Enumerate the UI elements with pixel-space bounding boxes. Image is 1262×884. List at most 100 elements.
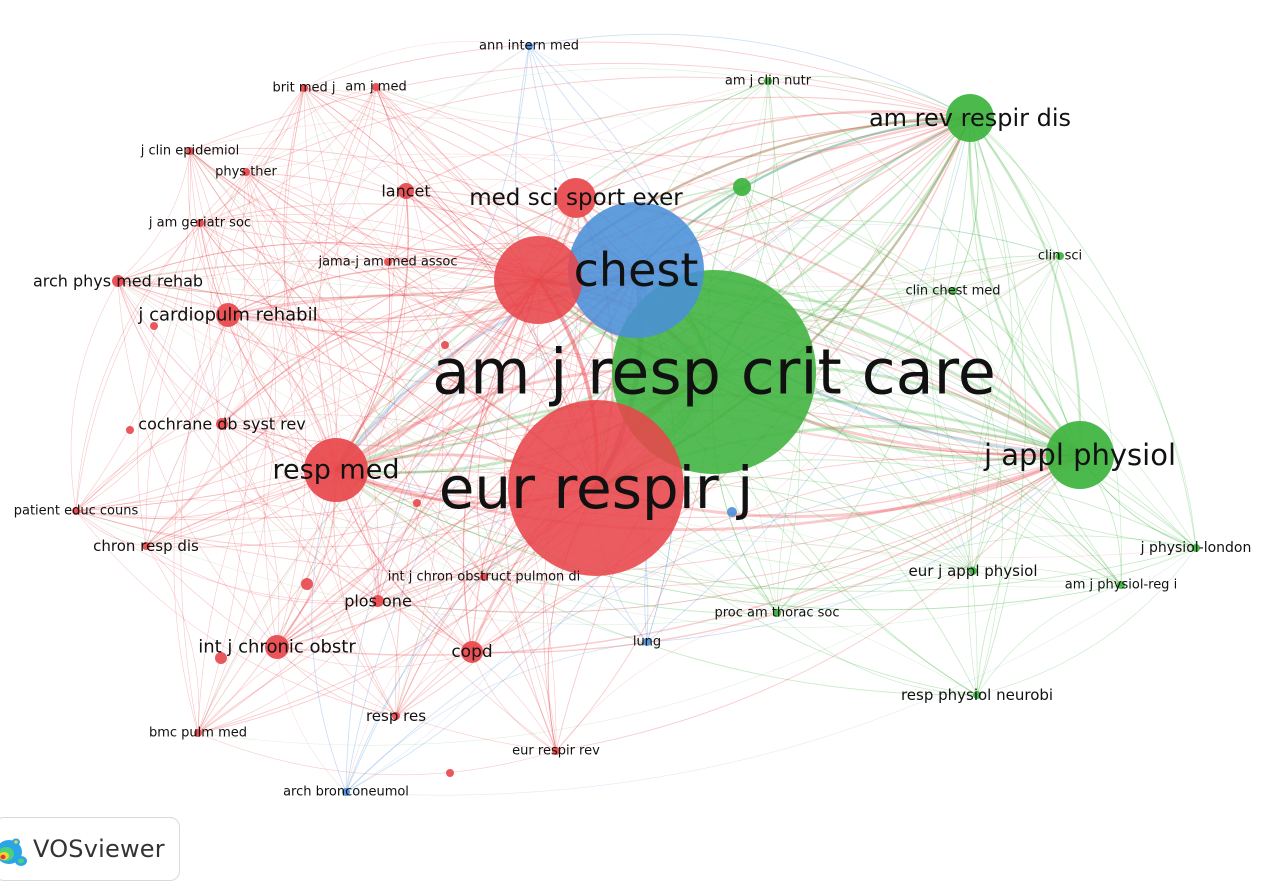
node-brit-med-j[interactable]: [300, 84, 308, 92]
node-resp-physiol-neurobi[interactable]: [973, 691, 981, 699]
link-edge: [741, 186, 1197, 549]
node-int-j-chron-obstruct-pulmon-di[interactable]: [480, 573, 488, 581]
node-unlabeled-dot[interactable]: [413, 499, 421, 507]
node-int-j-chronic-obstr[interactable]: [265, 635, 289, 659]
node-resp-res[interactable]: [392, 712, 400, 720]
node-unlabeled-green-small[interactable]: [733, 178, 751, 196]
node-j-appl-physiol[interactable]: [1046, 421, 1114, 489]
link-edge: [767, 80, 1081, 456]
link-edge: [483, 576, 557, 752]
link-edge: [117, 280, 485, 578]
node-patient-educ-couns[interactable]: [72, 507, 80, 515]
link-edge: [199, 222, 778, 614]
node-clin-sci[interactable]: [1056, 252, 1064, 260]
link-edge: [189, 150, 557, 752]
link-edge: [276, 646, 397, 717]
label-ann-intern-med: ann intern med: [479, 39, 579, 54]
link-edge: [199, 87, 305, 224]
node-plos-one[interactable]: [372, 595, 384, 607]
link-edge: [405, 178, 577, 199]
link-edge: [1059, 255, 1197, 549]
node-eur-respir-rev[interactable]: [552, 747, 560, 755]
link-edge: [197, 570, 974, 746]
link-edge: [345, 576, 485, 793]
link-edge: [767, 80, 971, 123]
link-edge: [969, 117, 1122, 586]
link-edge: [75, 314, 229, 512]
link-edge: [345, 547, 1197, 796]
node-bmc-pulm-med[interactable]: [194, 729, 202, 737]
node-unlabeled-dot[interactable]: [301, 578, 313, 590]
label-int-j-chronic-obstr: int j chronic obstr: [198, 637, 356, 658]
link-edge: [776, 535, 1197, 614]
link-edge: [741, 186, 1122, 586]
node-lancet[interactable]: [398, 183, 414, 199]
link-edge: [335, 469, 1197, 592]
node-chron-resp-dis[interactable]: [142, 542, 150, 550]
node-resp-med[interactable]: [304, 438, 368, 502]
node-jama-j-am-med-assoc[interactable]: [384, 258, 392, 266]
node-am-j-med[interactable]: [372, 83, 380, 91]
label-chron-resp-dis: chron resp dis: [93, 537, 199, 555]
node-unlabeled-dot[interactable]: [441, 341, 449, 349]
nodes-layer: [72, 42, 1200, 796]
link-edge: [245, 171, 380, 602]
link-edge: [968, 117, 1081, 456]
link-edge: [387, 112, 971, 263]
label-arch-bronconeumol: arch bronconeumol: [283, 785, 409, 800]
node-unlabeled-dot[interactable]: [150, 322, 158, 330]
link-edge: [345, 117, 971, 793]
link-edge: [221, 86, 377, 425]
node-eur-j-appl-physiol[interactable]: [969, 567, 977, 575]
node-phys-ther[interactable]: [242, 168, 250, 176]
node-j-physiol-london[interactable]: [1192, 544, 1200, 552]
node-j-cardiopulm-rehabil[interactable]: [216, 303, 240, 327]
label-j-am-geriatr-soc: j am geriatr soc: [148, 216, 251, 231]
label-arch-phys-med-rehab: arch phys med rehab: [33, 272, 203, 291]
node-chest[interactable]: [568, 202, 704, 338]
link-edge: [767, 76, 971, 119]
link-edge: [741, 186, 974, 572]
link-edge: [245, 171, 389, 263]
node-unlabeled-red-large[interactable]: [494, 236, 582, 324]
node-unlabeled-dot[interactable]: [215, 652, 227, 664]
node-am-j-physiol-reg-i[interactable]: [1117, 581, 1125, 589]
label-resp-res: resp res: [366, 707, 426, 725]
link-edge: [217, 314, 278, 648]
node-clin-chest-med[interactable]: [949, 287, 957, 295]
node-j-clin-epidemiol[interactable]: [186, 147, 194, 155]
node-am-j-clin-nutr[interactable]: [764, 77, 772, 85]
link-edge: [221, 190, 407, 425]
node-eur-respir-j[interactable]: [508, 400, 684, 576]
link-edge: [483, 454, 1081, 588]
node-unlabeled-dot[interactable]: [727, 507, 737, 517]
link-edge: [303, 87, 778, 614]
node-am-rev-respir-dis[interactable]: [946, 94, 994, 142]
link-edge: [199, 214, 539, 281]
vosviewer-logo[interactable]: VOSviewer: [0, 817, 180, 881]
node-cochrane-db-syst-rev[interactable]: [216, 418, 228, 430]
link-edge: [117, 87, 305, 282]
node-arch-bronconeumol[interactable]: [342, 788, 350, 796]
link-edge: [528, 45, 974, 572]
node-med-sci-sport-exer[interactable]: [556, 178, 596, 218]
link-edge: [967, 255, 1061, 696]
node-proc-am-thorac-soc[interactable]: [773, 609, 781, 617]
link-edge: [335, 190, 409, 471]
node-j-am-geriatr-soc[interactable]: [196, 219, 204, 227]
link-edge: [276, 269, 637, 648]
link-edge: [117, 280, 229, 316]
node-lung[interactable]: [643, 638, 651, 646]
link-edge: [471, 651, 557, 752]
label-am-j-physiol-reg-i: am j physiol-reg i: [1065, 578, 1177, 593]
link-edge: [333, 469, 397, 717]
node-unlabeled-dot[interactable]: [446, 769, 454, 777]
link-edge: [555, 612, 778, 752]
node-arch-phys-med-rehab[interactable]: [112, 275, 124, 287]
node-unlabeled-dot[interactable]: [126, 426, 134, 434]
node-copd[interactable]: [461, 641, 483, 663]
node-ann-intern-med[interactable]: [525, 42, 533, 50]
link-edge: [303, 41, 971, 119]
link-edge: [276, 87, 342, 648]
